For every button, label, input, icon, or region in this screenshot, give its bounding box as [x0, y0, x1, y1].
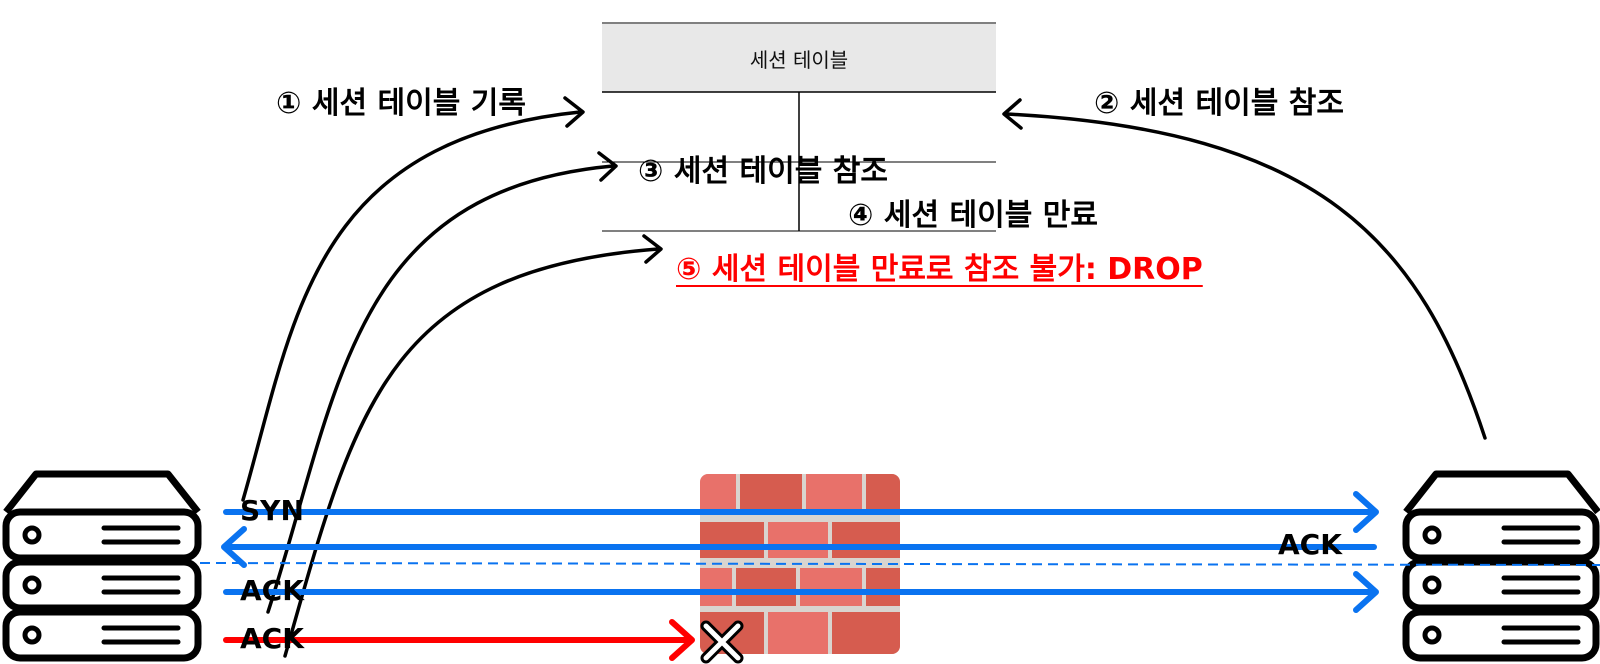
session-table	[602, 22, 996, 232]
step3-lookup-label: ③ 세션 테이블 참조	[638, 154, 888, 189]
step2-lookup-label: ② 세션 테이블 참조	[1094, 86, 1344, 121]
syn-arrowhead	[1353, 491, 1379, 533]
step3-arrowhead	[597, 151, 618, 182]
syn-packet-label: SYN	[240, 494, 304, 527]
ack-drop-packet-label: ACK	[240, 622, 304, 655]
step5-drop-label: ⑤ 세션 테이블 만료로 참조 불가: DROP	[676, 252, 1203, 287]
session-table-title: 세션 테이블	[749, 47, 849, 72]
session-expiry-dashed-line	[199, 562, 1600, 566]
ack-reply-packet-label: ACK	[1278, 528, 1342, 561]
step1-arrowhead	[563, 96, 585, 128]
left-server-icon	[2, 470, 202, 662]
ack-pass-packet-label: ACK	[240, 574, 304, 607]
step5-curve-arrow	[283, 247, 660, 658]
step4-expire-label: ④ 세션 테이블 만료	[848, 198, 1098, 233]
ack-reply-arrowhead	[221, 526, 247, 568]
ack-pass-arrowhead	[1353, 571, 1379, 613]
session-table-header	[602, 24, 996, 92]
step5-arrowhead	[642, 234, 663, 264]
step2-curve-arrow	[1004, 112, 1487, 440]
step1-curve-arrow	[241, 110, 582, 502]
ack-drop-arrowhead	[669, 619, 695, 661]
right-server-icon	[1402, 470, 1600, 662]
step3-curve-arrow	[266, 164, 615, 614]
blocked-x-icon	[700, 620, 744, 664]
step1-record-label: ① 세션 테이블 기록	[276, 86, 526, 121]
step2-arrowhead	[1002, 98, 1023, 130]
